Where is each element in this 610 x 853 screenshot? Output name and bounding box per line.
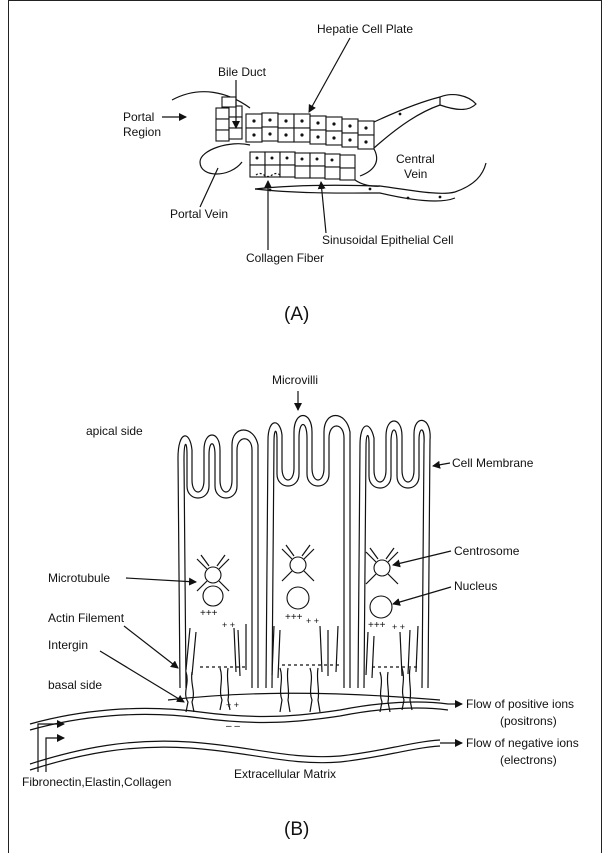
label-sinusoidal-epithelial-cell: Sinusoidal Epithelial Cell xyxy=(322,233,453,247)
integrins xyxy=(186,668,412,712)
nucleus-middle xyxy=(287,587,309,609)
nucleus-right xyxy=(370,596,392,618)
label-centrosome: Centrosome xyxy=(454,544,520,558)
label-central-vein-line2: Vein xyxy=(404,167,427,181)
bile-duct xyxy=(216,97,242,141)
label-cell-membrane: Cell Membrane xyxy=(452,456,534,470)
nucleus-left xyxy=(203,586,223,606)
centrosome-middle xyxy=(282,545,314,581)
label-intergin: Intergin xyxy=(48,638,88,652)
svg-text:+ +: + + xyxy=(306,616,319,626)
svg-text:+ +: + + xyxy=(392,622,405,632)
lower-cell-plate xyxy=(250,152,355,180)
label-microtubule: Microtubule xyxy=(48,571,110,585)
label-collagen-fiber: Collagen Fiber xyxy=(246,251,324,265)
caption-panel-b: (B) xyxy=(284,819,309,840)
caption-panel-a: (A) xyxy=(284,304,309,325)
panel-a-diagram xyxy=(172,92,486,201)
svg-text:+++: +++ xyxy=(200,608,218,619)
label-flow-negative-ions: Flow of negative ions xyxy=(466,736,579,750)
label-central-vein-line1: Central xyxy=(396,152,435,166)
label-extracellular-matrix: Extracellular Matrix xyxy=(234,767,336,781)
label-basal-side: basal side xyxy=(48,678,102,692)
label-positrons: (positrons) xyxy=(500,714,557,728)
label-electrons: (electrons) xyxy=(500,753,557,767)
label-flow-positive-ions: Flow of positive ions xyxy=(466,697,574,711)
label-nucleus: Nucleus xyxy=(454,579,497,593)
centrosome-right xyxy=(366,548,398,584)
svg-text:– –: – – xyxy=(226,721,240,732)
panel-b-diagram: +++ +++ +++ + + + + + + + + – – xyxy=(30,416,448,771)
svg-text:+++: +++ xyxy=(368,620,386,631)
label-portal-region-line2: Region xyxy=(123,125,161,139)
label-fibronectin-elastin-collagen: Fibronectin,Elastin,Collagen xyxy=(22,775,171,789)
svg-text:+++: +++ xyxy=(285,612,303,623)
label-bile-duct: Bile Duct xyxy=(218,65,267,79)
label-apical-side: apical side xyxy=(86,424,143,438)
label-actin-filement: Actin Filement xyxy=(48,611,125,625)
label-portal-region-line1: Portal xyxy=(123,110,154,124)
label-portal-vein: Portal Vein xyxy=(170,207,228,221)
label-hepatic-cell-plate: Hepatie Cell Plate xyxy=(317,22,413,36)
label-microvilli: Microvilli xyxy=(272,373,318,387)
hepatic-cell-plate xyxy=(246,113,374,149)
svg-text:+ +: + + xyxy=(222,620,235,630)
